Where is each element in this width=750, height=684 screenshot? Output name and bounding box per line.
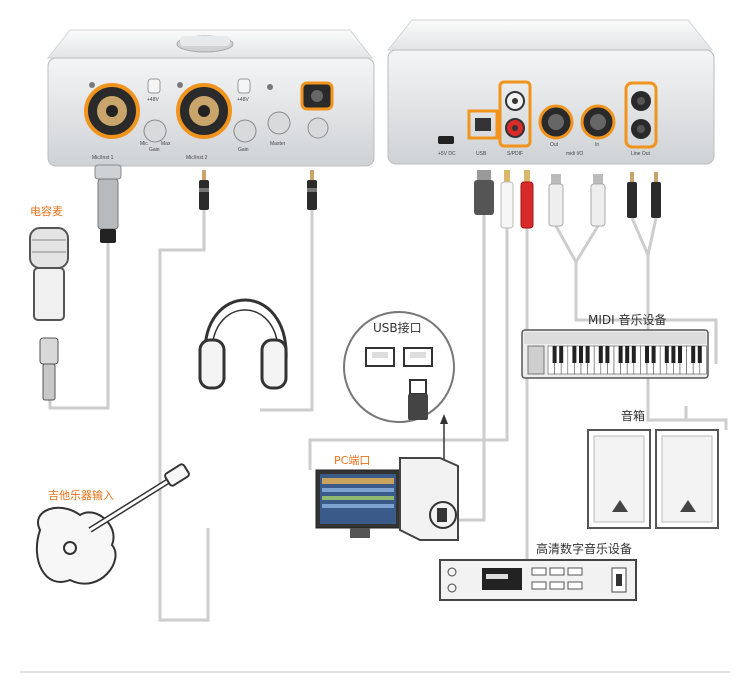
midi-device-label: MIDI 音乐设备 (588, 313, 667, 327)
front-plugs (94, 164, 317, 243)
hd-audio-device-icon (439, 559, 637, 601)
usb-callout (343, 311, 455, 520)
midi-cable-in (574, 225, 600, 263)
spdif-label: S/PDIF (507, 151, 523, 157)
speaker-left-icon (587, 429, 651, 529)
pc-icon (315, 457, 459, 541)
black-key (664, 346, 669, 363)
guitar-input-label: 吉他乐器输入 (48, 489, 114, 502)
black-key (598, 346, 603, 363)
gain-label-1: Gain (149, 147, 160, 153)
black-key (559, 346, 564, 363)
master-knob (267, 111, 291, 135)
audio-interface-front: Mic/Inst 1 Mic/Inst 2 Gain Gain Master +… (46, 29, 375, 167)
black-key (625, 346, 630, 363)
black-key (605, 346, 610, 363)
micinst2-label: Mic/Inst 2 (186, 155, 208, 161)
headphone-cable (260, 210, 314, 412)
micinst1-label: Mic/Inst 1 (92, 155, 114, 161)
cables (48, 210, 728, 622)
black-key (651, 346, 656, 363)
line-out-ports (624, 81, 658, 149)
dc-label: +5V DC (438, 151, 456, 157)
spdif-cable-white (308, 228, 509, 470)
black-key (585, 346, 590, 363)
condenser-mic-label: 电容麦 (30, 205, 63, 218)
black-key (697, 346, 702, 363)
guitar-cable (158, 210, 210, 622)
black-key (579, 346, 583, 363)
mic-max-label: Max (161, 141, 171, 147)
gain-label-2: Gain (238, 147, 249, 153)
black-key (645, 346, 649, 363)
pc-port-label: PC端口 (334, 454, 371, 467)
usb-port (467, 109, 499, 140)
midi-cable-out (554, 225, 718, 364)
black-key (572, 346, 577, 363)
master-label: Master (270, 141, 286, 147)
dc-port (438, 136, 454, 144)
midi-io-label: midi I/O (566, 151, 583, 157)
phantom-label-1: +48V (147, 97, 159, 103)
black-key (671, 346, 676, 363)
black-key (691, 346, 696, 363)
hd-audio-device-label: 高清数字音乐设备 (536, 542, 633, 556)
usb-port-label: USB接口 (373, 321, 422, 335)
black-key (631, 346, 636, 363)
phantom-label-2: +48V (237, 97, 249, 103)
headphones-icon (198, 298, 288, 390)
gain-knob-2 (233, 119, 257, 143)
black-key (552, 346, 557, 363)
mic-cable (48, 240, 110, 410)
lineout-cable-r (646, 217, 728, 430)
midi-in-label: In (595, 142, 599, 148)
midi-keys (547, 345, 707, 375)
microphone-icon (29, 227, 69, 401)
audio-interface-back: +5V DC USB S/PDIF midi I/O Out In Line O… (386, 19, 715, 165)
lineout-cable-l (630, 217, 650, 256)
speakers-label: 音箱 (621, 409, 646, 423)
black-key (618, 346, 623, 363)
gain-knob-1 (143, 119, 167, 143)
spdif-ports (498, 80, 532, 148)
usb-cable (458, 215, 486, 522)
usb-label: USB (476, 151, 487, 157)
line-out-label: Line Out (631, 151, 651, 157)
back-plugs (474, 170, 661, 229)
mic-min-label: Mic (140, 141, 148, 147)
guitar-icon (35, 463, 190, 585)
midi-out-label: Out (550, 142, 559, 148)
speaker-right-icon (655, 429, 719, 529)
phantom-button-2 (237, 78, 251, 94)
black-key (678, 346, 682, 363)
phantom-button-1 (147, 78, 161, 94)
phones-knob (307, 117, 329, 139)
